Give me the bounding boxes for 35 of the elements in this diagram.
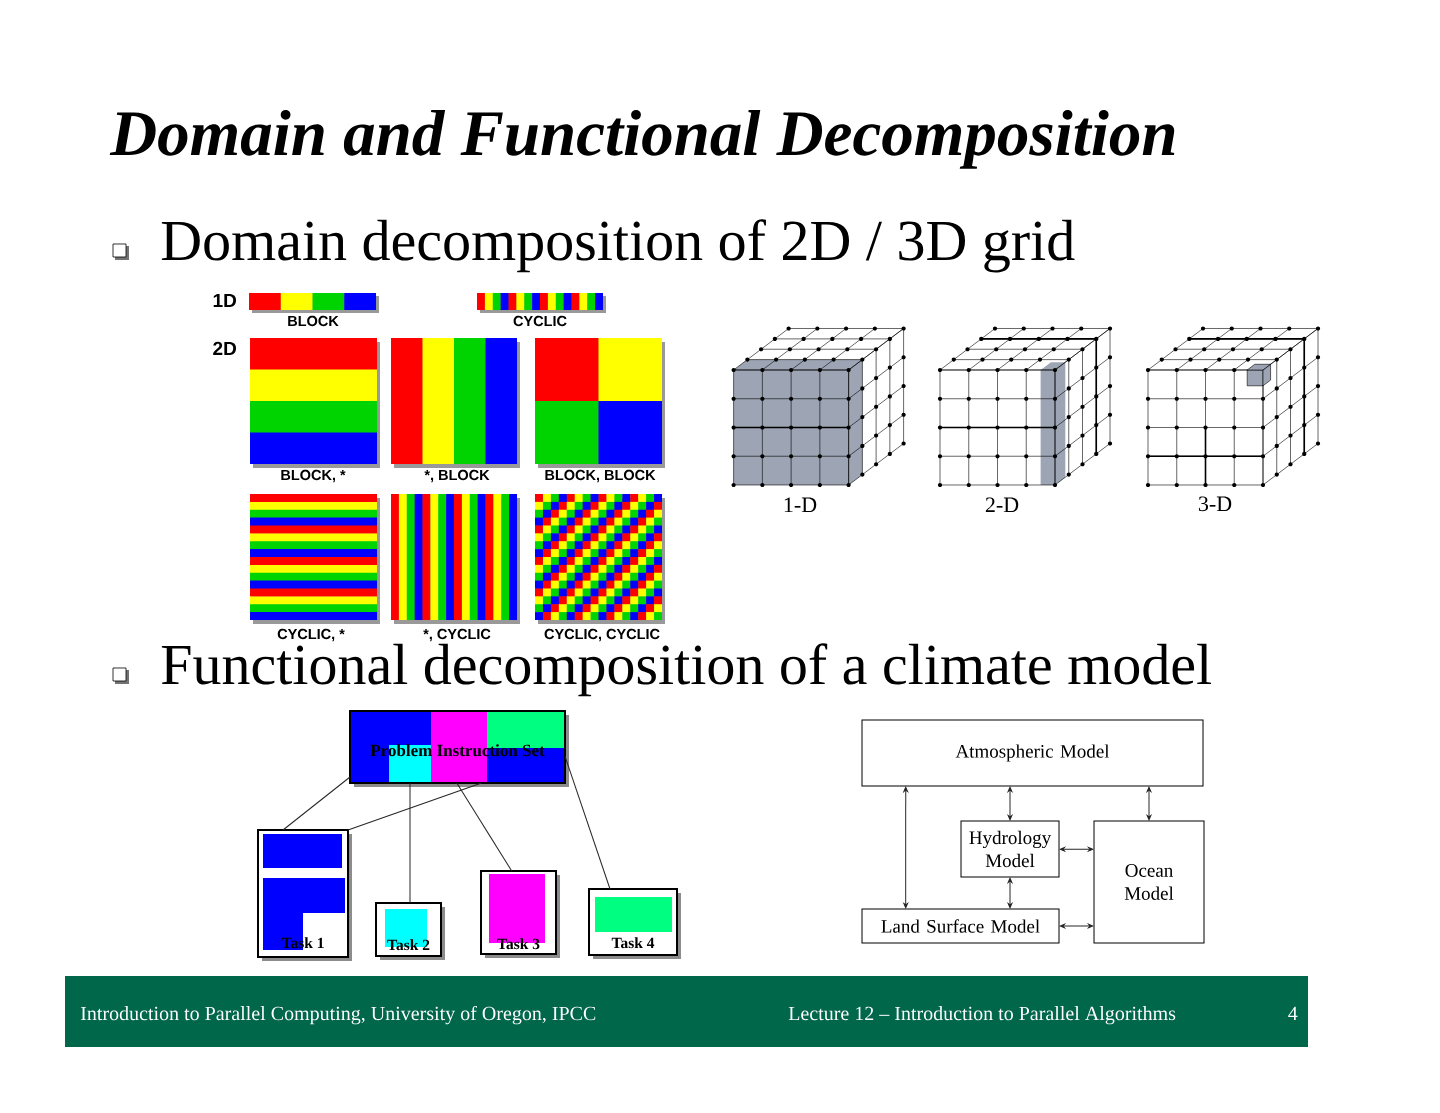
double-arrow [1007,877,1013,909]
cube-label: 3-D [1198,496,1232,512]
row-label: 1D [213,293,236,307]
pattern-label: BLOCK, BLOCK [545,469,656,483]
connector-line [282,776,351,831]
connector-line [409,782,411,904]
footer-text: Lecture 12 – Introduction to Parallel Algorithms [788,1006,1176,1025]
page-number: 4 [1288,1006,1298,1020]
pattern-label: *, CYCLIC [423,628,491,642]
pattern-label: BLOCK [288,315,339,327]
model-box: Atmospheric Model [861,719,1204,787]
double-arrow [1059,846,1094,852]
double-arrow [1146,786,1152,821]
row-label: 2D [213,341,236,355]
connector-line [456,782,513,872]
cube-label: 2-D [985,497,1019,513]
pattern-label: CYCLIC, CYCLIC [544,628,660,642]
double-arrow [1059,923,1094,929]
double-arrow [903,786,909,909]
model-box: Hydrology Model [960,820,1060,878]
slide-title: Domain and Functional Decomposition [109,109,1175,169]
pattern-label: *, BLOCK [424,469,490,483]
model-box: Land Surface Model [861,908,1060,944]
bullet-text: Functional decomposition of a climate model [161,643,1211,697]
pattern-label: CYCLIC [513,315,567,327]
task-box: Task 4 [588,888,681,959]
footer-text: Introduction to Parallel Computing, University of Oregon, IPCC [80,1005,596,1025]
connector-line [347,782,482,831]
connector-line [564,755,611,890]
pattern-label: BLOCK, * [281,469,346,483]
bullet-text: Domain decomposition of 2D / 3D grid [161,219,1075,273]
model-box: Ocean Model [1093,820,1205,944]
pattern-label: CYCLIC, * [277,628,345,642]
double-arrow [1007,786,1013,821]
cube-label: 1-D [784,497,817,513]
